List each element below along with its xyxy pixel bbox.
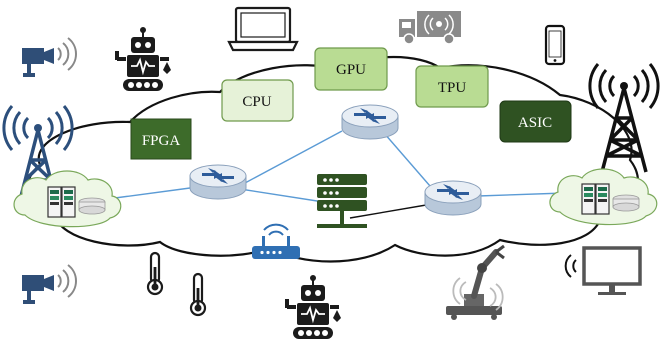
thermometer-icon <box>189 272 207 317</box>
gpu-box: GPU <box>314 47 388 91</box>
asic-label: ASIC <box>518 115 552 131</box>
wifi-signal-icon <box>57 264 77 298</box>
wifi-signal-icon <box>564 254 577 278</box>
monitor-icon <box>582 246 642 295</box>
smartphone-icon <box>544 24 566 66</box>
router-icon <box>341 104 399 140</box>
server-link <box>349 203 433 219</box>
edge-cloud-left <box>13 170 122 228</box>
fpga-label: FPGA <box>142 133 181 149</box>
truck-icon <box>399 11 461 45</box>
network-links <box>99 130 566 204</box>
asic-box: ASIC <box>499 100 572 143</box>
cpu-box: CPU <box>221 79 294 122</box>
camera-icon <box>22 275 54 304</box>
robot-icon <box>284 274 342 340</box>
cell-tower-icon <box>588 63 660 173</box>
router-icon <box>424 180 482 216</box>
wifi-router-icon <box>252 223 300 259</box>
gpu-label: GPU <box>336 62 366 78</box>
robot-arm-icon <box>446 244 505 320</box>
thermometer-icon <box>146 251 164 296</box>
fpga-box: FPGA <box>130 118 192 160</box>
server-rack-icon <box>317 174 367 228</box>
camera-icon <box>22 48 54 77</box>
router-icon <box>189 164 247 200</box>
tpu-label: TPU <box>438 80 467 96</box>
cpu-label: CPU <box>242 94 271 110</box>
wifi-signal-icon <box>57 37 77 71</box>
tpu-box: TPU <box>415 65 489 108</box>
laptop-icon <box>227 6 299 52</box>
robot-icon <box>114 26 172 92</box>
edge-cloud-right <box>549 168 658 226</box>
